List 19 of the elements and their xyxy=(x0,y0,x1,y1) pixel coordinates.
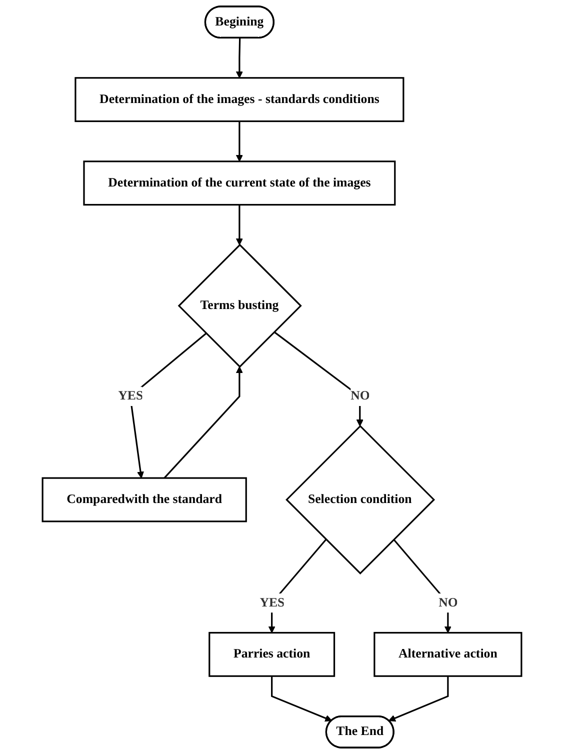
edge-label: YES xyxy=(118,389,144,403)
arrow xyxy=(236,38,243,78)
edge-label: YES xyxy=(260,596,285,610)
edge-label: NO xyxy=(350,389,370,403)
node-box: Comparedwith the standard xyxy=(42,477,247,522)
node-diamond: Selection condition xyxy=(286,424,436,574)
node-diamond: Terms busting xyxy=(178,244,302,368)
arrow xyxy=(388,676,449,722)
arrow xyxy=(393,538,452,634)
node-box: Parries action xyxy=(208,632,336,677)
arrow xyxy=(271,676,332,722)
node-box: Determination of the images - standards conditions xyxy=(74,77,404,122)
node-box: Alternative action xyxy=(374,632,522,677)
edge-label: NO xyxy=(438,596,458,610)
node-box: Determination of the current state of the images xyxy=(83,160,396,206)
arrow xyxy=(274,331,364,426)
arrow xyxy=(164,366,243,479)
arrow xyxy=(236,121,243,162)
arrow xyxy=(236,204,243,246)
